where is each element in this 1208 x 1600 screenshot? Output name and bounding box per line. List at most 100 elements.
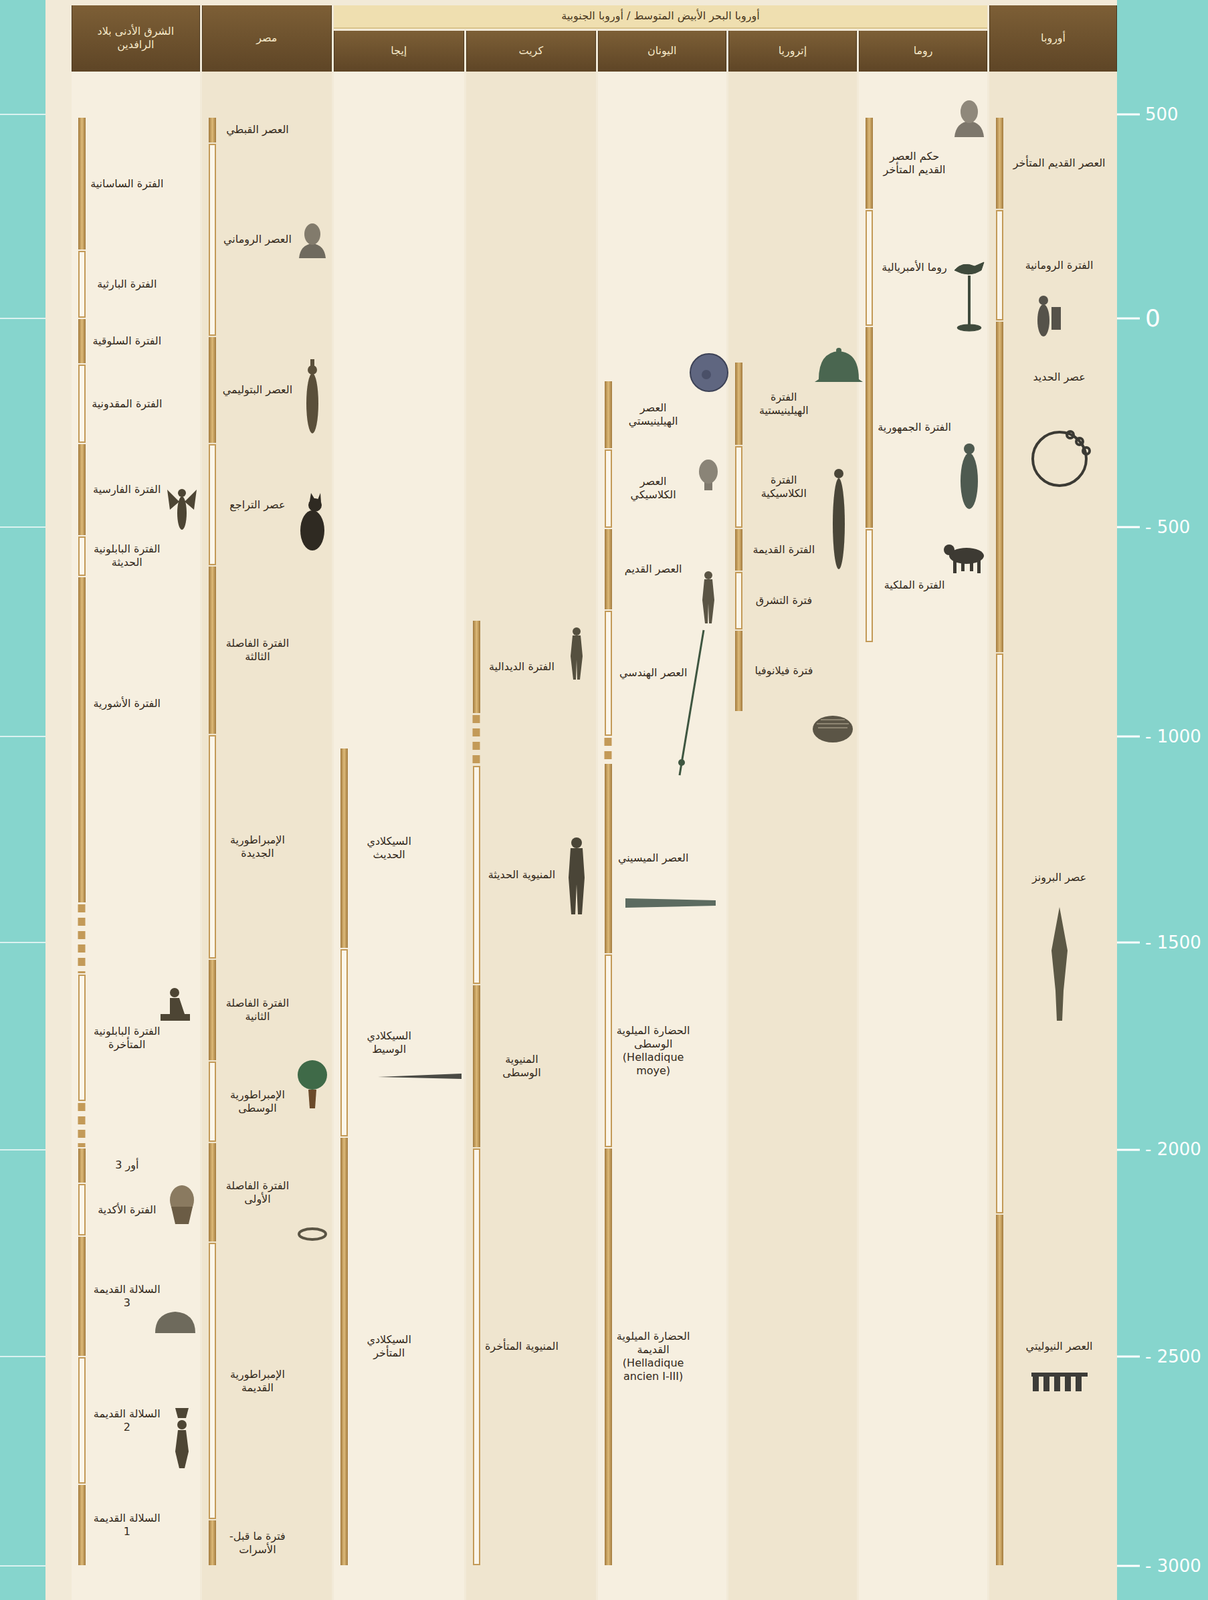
- axis-year: - 2500: [1145, 1347, 1202, 1367]
- period-label: حكم العصر القديم المتأخر: [877, 149, 952, 177]
- period-label: العصر الهندسي: [616, 666, 691, 680]
- period-segment: الفترة الديدالية: [466, 620, 596, 714]
- period-segment: الإمبراطورية الجديدة: [202, 734, 332, 960]
- period-segment: الفترة الملكية: [858, 528, 988, 643]
- period-label: الفترة الفارسية: [90, 482, 164, 497]
- period-label: الفترة الفاصلة الثانية: [220, 996, 295, 1024]
- wolf-statue: [943, 544, 984, 574]
- period-segment: العصر القبطي: [202, 117, 332, 143]
- cat-statue: [300, 492, 325, 551]
- kouros-figure: [570, 627, 583, 680]
- column-header: إيجا: [333, 30, 465, 72]
- period-bar: [78, 364, 86, 443]
- period-segment: العصر الكلاسيكي: [597, 448, 727, 529]
- period-segment: عصر الحديد: [989, 321, 1118, 653]
- period-name: الفترة الفارسية: [90, 482, 164, 497]
- period-name: الفترة الفاصلة الثانية: [220, 996, 295, 1024]
- period-segment: المنيوية المتأخرة: [466, 1147, 596, 1566]
- winged-figure: [167, 488, 197, 530]
- region-column: روما حكم العصر القديم المتأخر روما الأمبري…: [858, 30, 988, 1600]
- period-segment: العصر القديم: [597, 528, 727, 611]
- axis-year: - 500: [1145, 517, 1190, 538]
- region-column: أوروباالعصر القديم المتأخرالفترة الرومان…: [989, 5, 1118, 1600]
- period-bar: [472, 765, 481, 984]
- period-name: أور 3: [90, 1158, 164, 1172]
- period-name: عصر البرونز: [1006, 870, 1112, 885]
- period-name: حكم العصر القديم المتأخر: [877, 149, 952, 177]
- period-segment: الفترة المقدونية: [71, 363, 200, 444]
- period-bar: [995, 117, 1004, 209]
- period-bar: [340, 1137, 348, 1566]
- column-header: إتروريا: [728, 30, 857, 72]
- period-name: العصر الهندسي: [616, 666, 691, 680]
- period-name: العصر القديم المتأخر: [1006, 156, 1112, 170]
- robed-statue: [960, 443, 978, 510]
- period-bar: [604, 763, 613, 954]
- period-segment: حكم العصر القديم المتأخر: [858, 117, 988, 209]
- period-bar: [865, 327, 873, 528]
- period-bar: [208, 117, 217, 142]
- period-name: الفترة الكلاسيكية: [747, 473, 821, 501]
- period-label: الفترة الفاصلة الثالثة: [220, 636, 295, 664]
- ring-bowl: [298, 1228, 326, 1240]
- period-label: فترة فيلانوفيا: [747, 664, 821, 678]
- period-label: العصر الكلاسيكي: [616, 474, 691, 502]
- period-bar: [735, 362, 743, 445]
- period-segment: الفترة الكلاسيكية: [728, 445, 857, 529]
- axis-year: 0: [1145, 305, 1161, 332]
- period-bar: [340, 748, 348, 948]
- period-label: الفترة السلوقية: [90, 334, 164, 348]
- period-bar: [78, 117, 86, 249]
- period-label: العصر القديم: [616, 562, 691, 576]
- period-segment: الفترة الفارسية: [71, 443, 200, 536]
- standing-figure: [306, 359, 319, 434]
- period-name: المنيوية المتأخرة: [484, 1339, 559, 1354]
- period-bar: [208, 1520, 217, 1566]
- period-segment: الفترة الساسانية: [71, 117, 200, 250]
- column-title: روما: [913, 44, 934, 58]
- period-bar: [78, 444, 86, 535]
- period-segment: السيكلادي الحديث: [333, 747, 465, 949]
- column-title: الشرق الأدنى بلاد الرافدين: [77, 24, 194, 52]
- period-segment: الفترة الأشورية: [71, 576, 200, 903]
- period-name: العصر الكلاسيكي: [616, 474, 691, 502]
- column-title: إتروريا: [778, 44, 808, 58]
- period-segment: الفترة البارثية: [71, 250, 200, 319]
- period-bar: [604, 381, 613, 449]
- period-segment: روما الأمبريالية: [858, 209, 988, 327]
- cream-panel: [45, 0, 1118, 1600]
- period-name: السلالة القديمة 2: [90, 1407, 164, 1435]
- period-bar: [78, 974, 86, 1101]
- region-column: إيجاالسيكلادي الحديثالسيكلادي الوسيطالسي…: [333, 30, 465, 1600]
- bust-figure: [298, 223, 326, 259]
- period-name: الإمبراطورية القديمة: [220, 1367, 295, 1395]
- region-column: اليونانالعصر الهيلينيستيالعصر الكلاسيكيا…: [597, 30, 727, 1600]
- period-name: عصر التراجع: [220, 498, 295, 512]
- period-label: فترة ما قبل- الأسرات: [220, 1529, 295, 1557]
- period-name: السلالة القديمة 3: [90, 1282, 164, 1310]
- period-name: الفترة القديمة: [747, 543, 821, 557]
- period-name: فترة التشرق: [747, 593, 821, 608]
- period-bar: [472, 985, 481, 1148]
- bowl: [155, 1311, 196, 1334]
- region-column: مصرالعصر القبطيالعصر الرومانيالعصر البتو…: [202, 5, 332, 1600]
- period-bar: [78, 1183, 86, 1236]
- period-name: العصر القبطي: [220, 123, 295, 137]
- region-group: أوروبا البحر الأبيض المتوسط / أوروبا الج…: [333, 5, 988, 1600]
- ring-ornament: [1032, 431, 1090, 486]
- period-label: المنيوية الحديثة: [484, 868, 559, 882]
- column-title: أوروبا: [1040, 31, 1066, 45]
- axis-ticks: [1117, 114, 1140, 1566]
- period-label: الفترة الديدالية: [484, 660, 559, 674]
- period-bar: [604, 449, 613, 528]
- period-bar: [208, 1143, 217, 1242]
- period-bar: [995, 321, 1004, 653]
- period-name: العصر الروماني: [220, 232, 295, 247]
- period-bar: [472, 1148, 481, 1566]
- region-header-bar: أوروبا البحر الأبيض المتوسط / أوروبا الج…: [333, 5, 988, 29]
- period-segment: السيكلادي المتأخر: [333, 1137, 465, 1566]
- period-segment: الفترة الفاصلة الثالثة: [202, 565, 332, 735]
- period-name: العصر النيوليتي: [1006, 1339, 1112, 1354]
- period-name: المنيوية الحديثة: [484, 868, 559, 882]
- period-bar: [208, 337, 217, 443]
